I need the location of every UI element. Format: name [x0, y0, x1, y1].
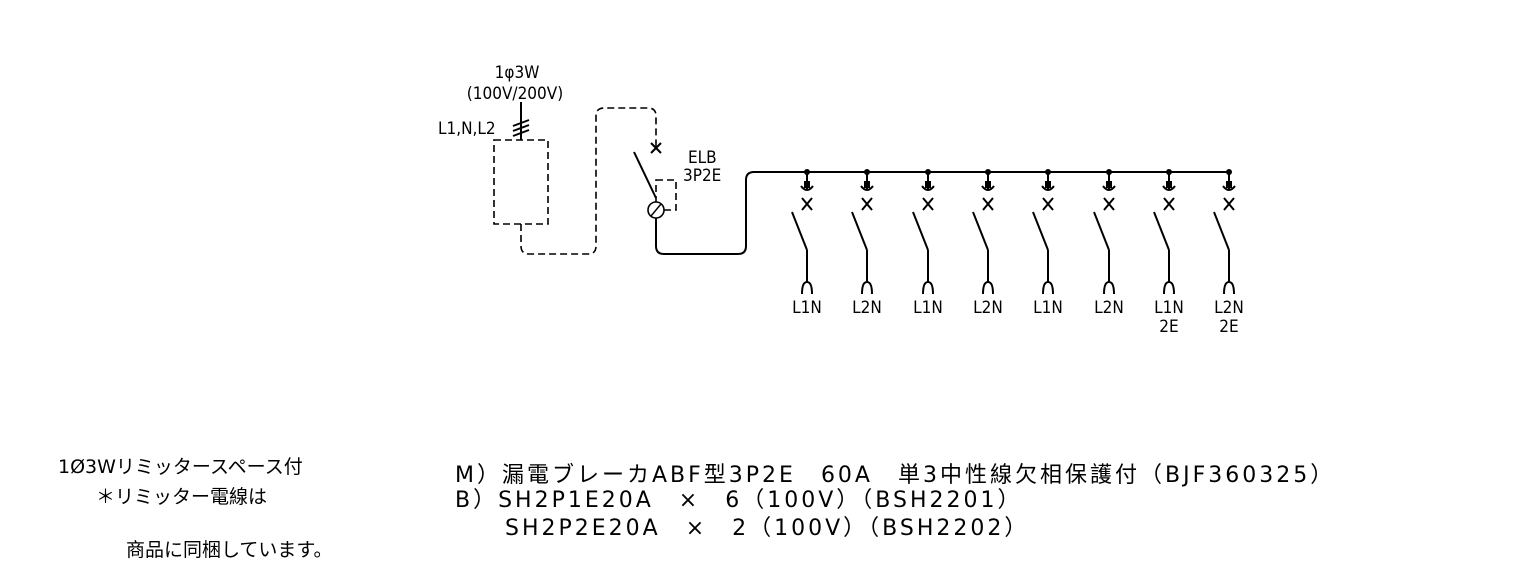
note-line-2: ＊リミッター電線は [96, 486, 267, 508]
note-line-3: 商品に同梱しています。 [126, 539, 333, 561]
voltage-label: (100V/200V) [467, 84, 563, 104]
main-breaker-poles: 3P2E [683, 166, 721, 186]
branch-label-earth: 2E [1219, 317, 1238, 337]
lines-label: L1,N,L2 [438, 119, 496, 139]
note-line-1: 1Ø3Wリミッタースペース付 [58, 456, 303, 478]
branch-label: L2N [852, 298, 882, 318]
branch-label-earth: 2E [1159, 317, 1178, 337]
branch-label: L1N [913, 298, 943, 318]
branch-label: L2N [1094, 298, 1124, 318]
branch-label: L1N [1033, 298, 1063, 318]
incoming-line [512, 102, 530, 140]
branch-breaker: L1N [912, 169, 943, 318]
limiter-wire [520, 107, 657, 255]
branch-breaker: L1N [791, 169, 822, 318]
spec-branch-1: B）SH2P1E20A × 6（100V）（BSH2201） [455, 488, 1022, 513]
main-breaker [633, 142, 1228, 255]
main-breaker-type: ELB [688, 148, 717, 168]
branch-breaker: L2N [1093, 169, 1124, 318]
branch-label: L1N [792, 298, 822, 318]
spec-branch-2: SH2P2E20A × 2（100V）（BSH2202） [455, 516, 1029, 541]
phase-label: 1φ3W [495, 63, 540, 83]
branch-label: L2N [1214, 298, 1244, 318]
branch-breaker: L2N [972, 169, 1003, 318]
branch-breaker: L2N [851, 169, 882, 318]
spec-main-breaker: M）漏電ブレーカABF型3P2E 60A 単3中性線欠相保護付（BJF36032… [455, 463, 1335, 488]
branch-label: L2N [973, 298, 1003, 318]
branch-label: L1N [1154, 298, 1184, 318]
branch-breaker: L1N [1032, 169, 1063, 318]
limiter-space [493, 139, 549, 225]
